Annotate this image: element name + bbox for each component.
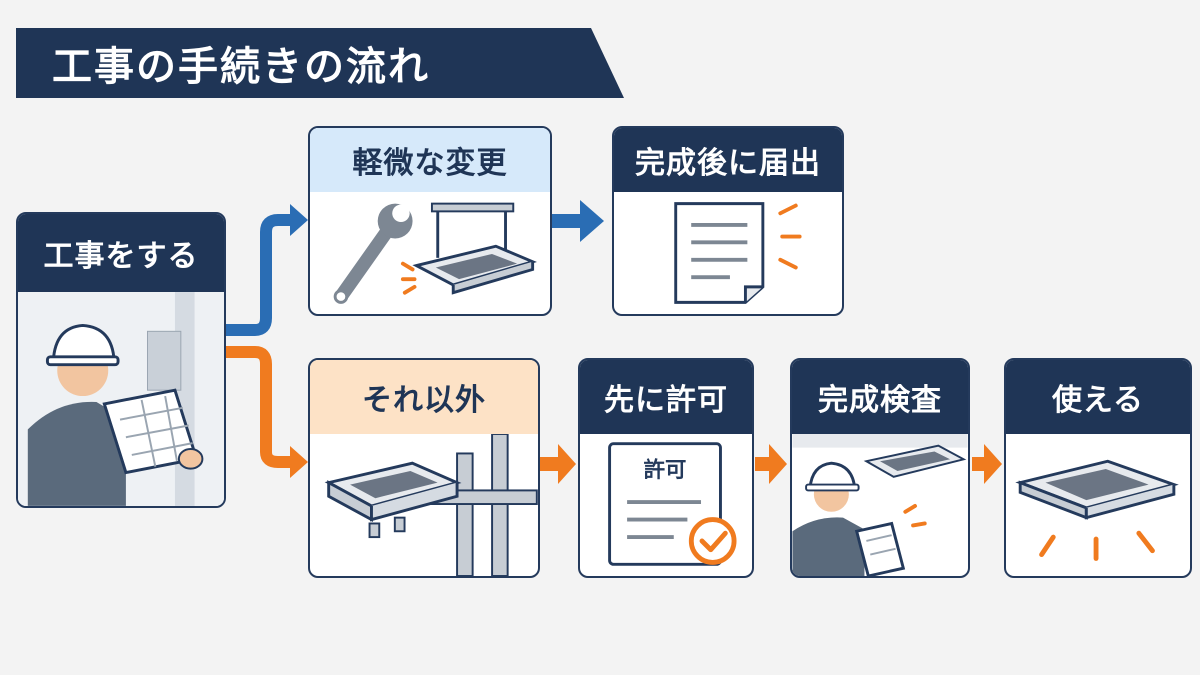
step-minor-card: 軽微な変更 — [308, 126, 552, 316]
step-start-card: 工事をする — [16, 212, 226, 508]
step-other-title: それ以外 — [310, 360, 538, 434]
arrow-other-permit-shaft — [540, 457, 560, 471]
worker-illustration — [18, 292, 224, 506]
wrench-and-unit-illustration — [333, 202, 537, 304]
arrowhead-to-minor — [290, 204, 308, 236]
arrow-permit-inspection-head — [769, 444, 787, 484]
step-other-card: それ以外 — [308, 358, 540, 578]
step-use-card: 使える — [1004, 358, 1192, 578]
report-document-illustration — [674, 202, 802, 304]
arrow-to-other — [226, 346, 292, 468]
check-icon — [688, 517, 737, 565]
step-minor-title: 軽微な変更 — [310, 128, 550, 192]
step-inspection-card: 完成検査 — [790, 358, 970, 578]
step-inspection-title: 完成検査 — [792, 360, 968, 434]
arrow-minor-report-head — [580, 200, 604, 242]
step-report-title: 完成後に届出 — [614, 128, 842, 192]
ac-unit-piping-illustration — [324, 434, 538, 576]
step-permit-card: 先に許可 許可 — [578, 358, 754, 578]
step-use-title: 使える — [1006, 360, 1190, 434]
arrowhead-to-other — [290, 446, 308, 478]
working-ac-illustration — [1015, 459, 1179, 561]
arrow-to-minor — [226, 214, 292, 336]
arrow-inspection-use-shaft — [972, 457, 986, 471]
inspector-illustration — [792, 434, 968, 576]
arrow-minor-report-shaft — [552, 214, 582, 228]
step-permit-title: 先に許可 — [580, 360, 752, 434]
page-title: 工事の手続きの流れ — [16, 28, 624, 98]
arrow-permit-inspection-shaft — [755, 457, 771, 471]
permit-doc-label: 許可 — [644, 457, 687, 483]
step-report-card: 完成後に届出 — [612, 126, 844, 316]
step-start-title: 工事をする — [18, 214, 224, 292]
arrow-other-permit-head — [558, 444, 576, 484]
arrow-inspection-use-head — [984, 444, 1002, 484]
permit-document-illustration: 許可 — [608, 442, 737, 566]
